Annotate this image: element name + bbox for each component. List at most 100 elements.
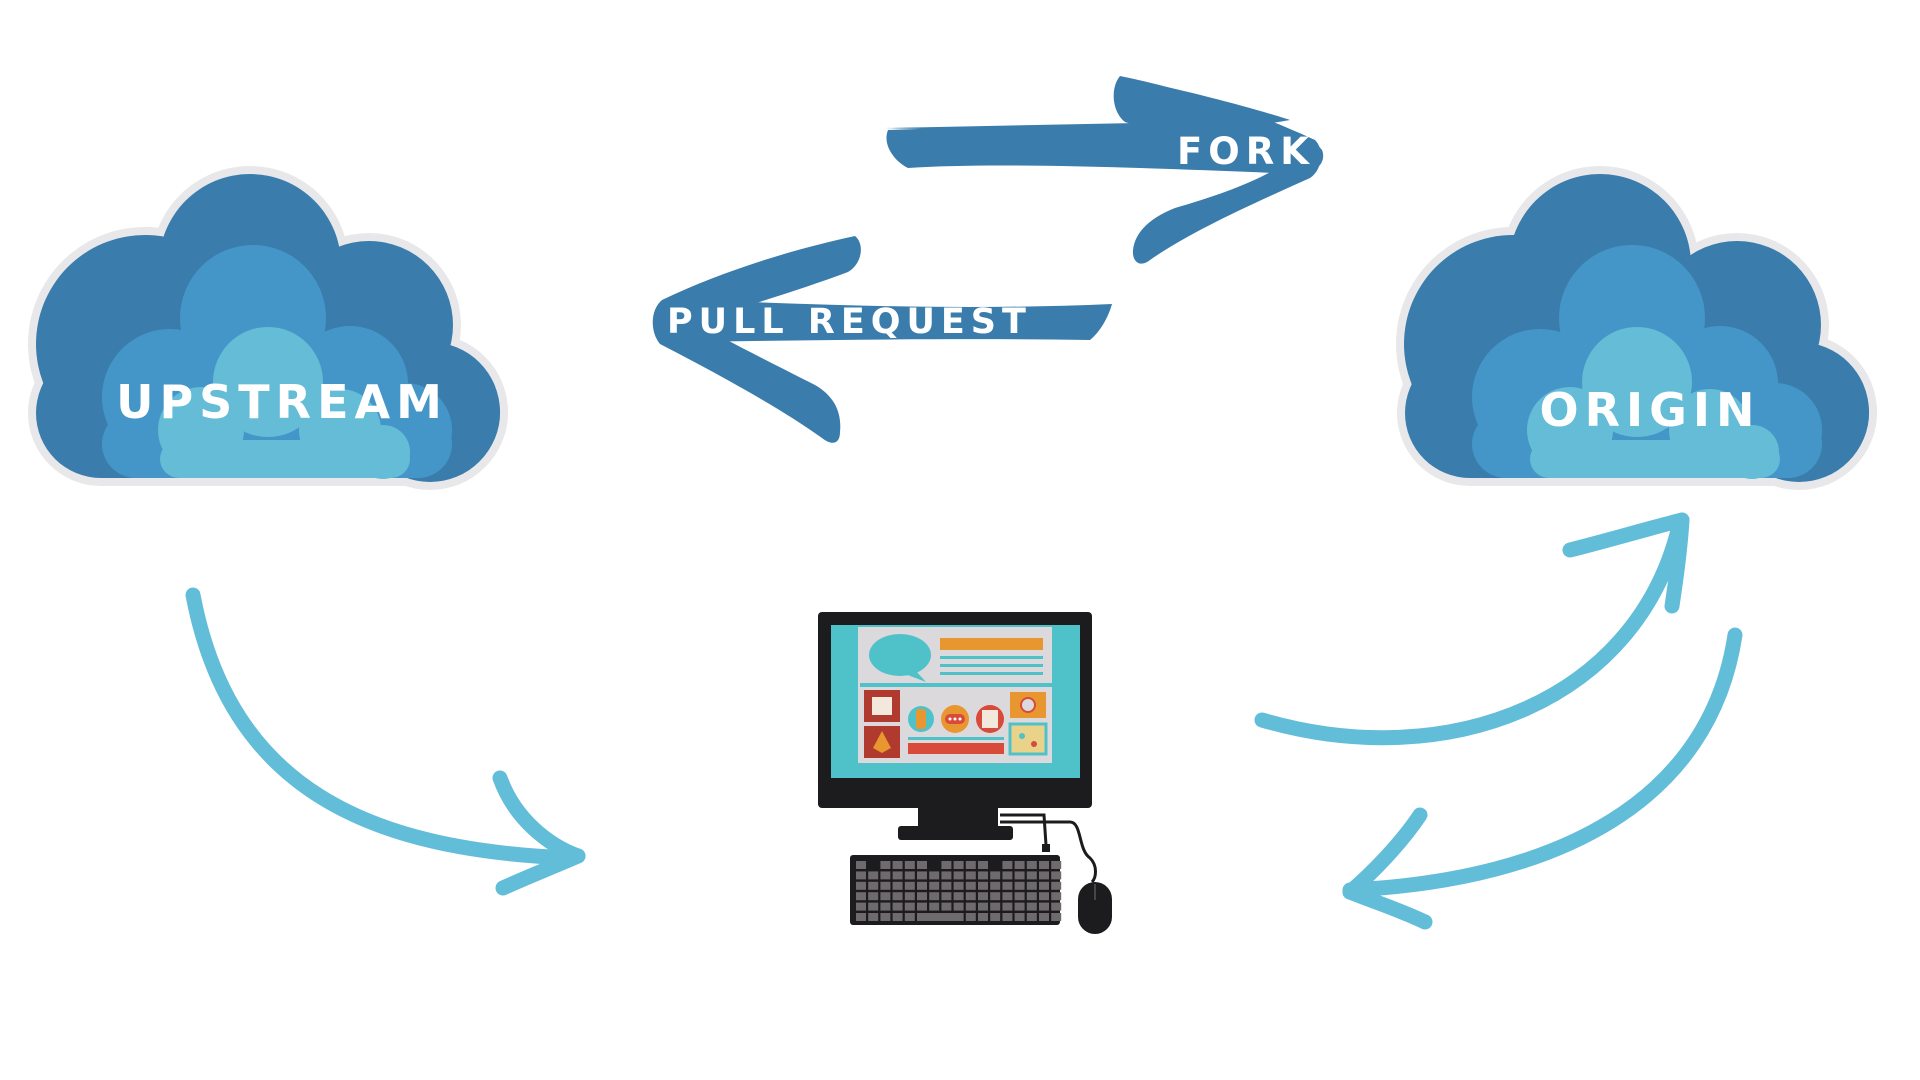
keyboard-key — [880, 871, 891, 880]
keyboard-key — [856, 913, 866, 921]
keyboard-key — [965, 913, 976, 921]
keyboard-key — [990, 871, 1001, 880]
pull-request-arrow-icon — [652, 236, 1112, 443]
keyboard-key — [917, 871, 927, 880]
keyboard-key — [990, 892, 1001, 901]
local-to-origin-arrow-icon — [1254, 512, 1690, 746]
keyboard-key — [929, 881, 940, 890]
keyboard-key — [1051, 913, 1062, 921]
fork-label: FORK — [1177, 130, 1315, 173]
keyboard-key — [965, 861, 976, 869]
keyboard-key — [880, 902, 891, 911]
keyboard-key — [880, 881, 891, 890]
keyboard-key — [941, 881, 952, 890]
keyboard-key — [941, 861, 952, 869]
keyboard-key — [1026, 902, 1037, 911]
keyboard-key — [1014, 881, 1025, 890]
monitor-screen — [831, 625, 1080, 778]
keyboard-key — [868, 871, 879, 880]
keyboard-key — [1026, 881, 1037, 890]
keyboard-key — [990, 881, 1001, 890]
keyboard-key — [856, 902, 866, 911]
keyboard-key — [917, 913, 964, 921]
keyboard-key — [856, 861, 866, 869]
upstream-to-local-arrow-icon — [185, 587, 586, 896]
keyboard-key — [953, 881, 964, 890]
keyboard-key — [904, 902, 915, 911]
keyboard-key — [856, 871, 866, 880]
keyboard-key — [941, 892, 952, 901]
origin-to-local-arrow-icon — [1342, 627, 1743, 930]
desktop-computer-icon — [818, 612, 1097, 884]
keyboard-key — [953, 861, 964, 869]
origin-cloud-icon — [1396, 166, 1877, 490]
keyboard-key — [1014, 871, 1025, 880]
keyboard-key — [917, 892, 927, 901]
keyboard-key — [1002, 861, 1013, 869]
keyboard-key — [1026, 892, 1037, 901]
keyboard-key — [904, 913, 915, 921]
keyboard-key — [965, 871, 976, 880]
keyboard-key — [1039, 902, 1049, 911]
keyboard-key — [978, 913, 988, 921]
keyboard-key — [904, 871, 915, 880]
keyboard-key — [1014, 902, 1025, 911]
keyboard-key — [892, 892, 903, 901]
keyboard-key — [965, 892, 976, 901]
keyboard-key — [1002, 892, 1013, 901]
keyboard-key — [965, 881, 976, 890]
keyboard-key — [917, 881, 927, 890]
keyboard-key — [880, 861, 891, 869]
keyboard-key — [868, 902, 879, 911]
keyboard-key — [1026, 913, 1037, 921]
keyboard-key — [1014, 913, 1025, 921]
keyboard-key — [1039, 881, 1049, 890]
keyboard-icon — [850, 855, 1062, 925]
keyboard-key — [953, 871, 964, 880]
keyboard-key — [917, 902, 927, 911]
keyboard-key — [990, 902, 1001, 911]
keyboard-key — [1051, 861, 1062, 869]
keyboard-key — [892, 913, 903, 921]
keyboard-key — [1014, 892, 1025, 901]
keyboard-key — [1051, 871, 1062, 880]
keyboard-key — [929, 871, 940, 880]
keyboard-key — [880, 892, 891, 901]
pull-request-label: PULL REQUEST — [667, 302, 1032, 342]
keyboard-key — [904, 881, 915, 890]
keyboard-key — [868, 881, 879, 890]
keyboard-key — [892, 871, 903, 880]
mouse-icon — [1078, 882, 1112, 934]
keyboard-key — [978, 902, 988, 911]
keyboard-key — [856, 881, 866, 890]
keyboard-key — [978, 892, 988, 901]
keyboard-key — [941, 871, 952, 880]
keyboard-key — [892, 902, 903, 911]
keyboard-key — [868, 892, 879, 901]
keyboard-key — [1039, 913, 1049, 921]
keyboard-key — [904, 861, 915, 869]
keyboard-key — [941, 902, 952, 911]
keyboard-key — [953, 892, 964, 901]
keyboard-key — [1002, 902, 1013, 911]
keyboard-key — [1051, 881, 1062, 890]
keyboard-key — [965, 902, 976, 911]
keyboard-key — [929, 902, 940, 911]
keyboard-key — [978, 871, 988, 880]
keyboard-key — [1039, 871, 1049, 880]
keyboard-key — [880, 913, 891, 921]
origin-label: ORIGIN — [1539, 383, 1760, 437]
fork-arrow-icon — [886, 76, 1324, 264]
keyboard-key — [892, 861, 903, 869]
upstream-label: UPSTREAM — [116, 375, 448, 429]
keyboard-key — [1051, 902, 1062, 911]
keyboard-key — [1051, 892, 1062, 901]
keyboard-key — [978, 881, 988, 890]
keyboard-key — [1002, 913, 1013, 921]
keyboard-key — [1039, 892, 1049, 901]
keyboard-key — [1014, 861, 1025, 869]
keyboard-key — [904, 892, 915, 901]
keyboard-key — [953, 902, 964, 911]
keyboard-key — [1002, 871, 1013, 880]
